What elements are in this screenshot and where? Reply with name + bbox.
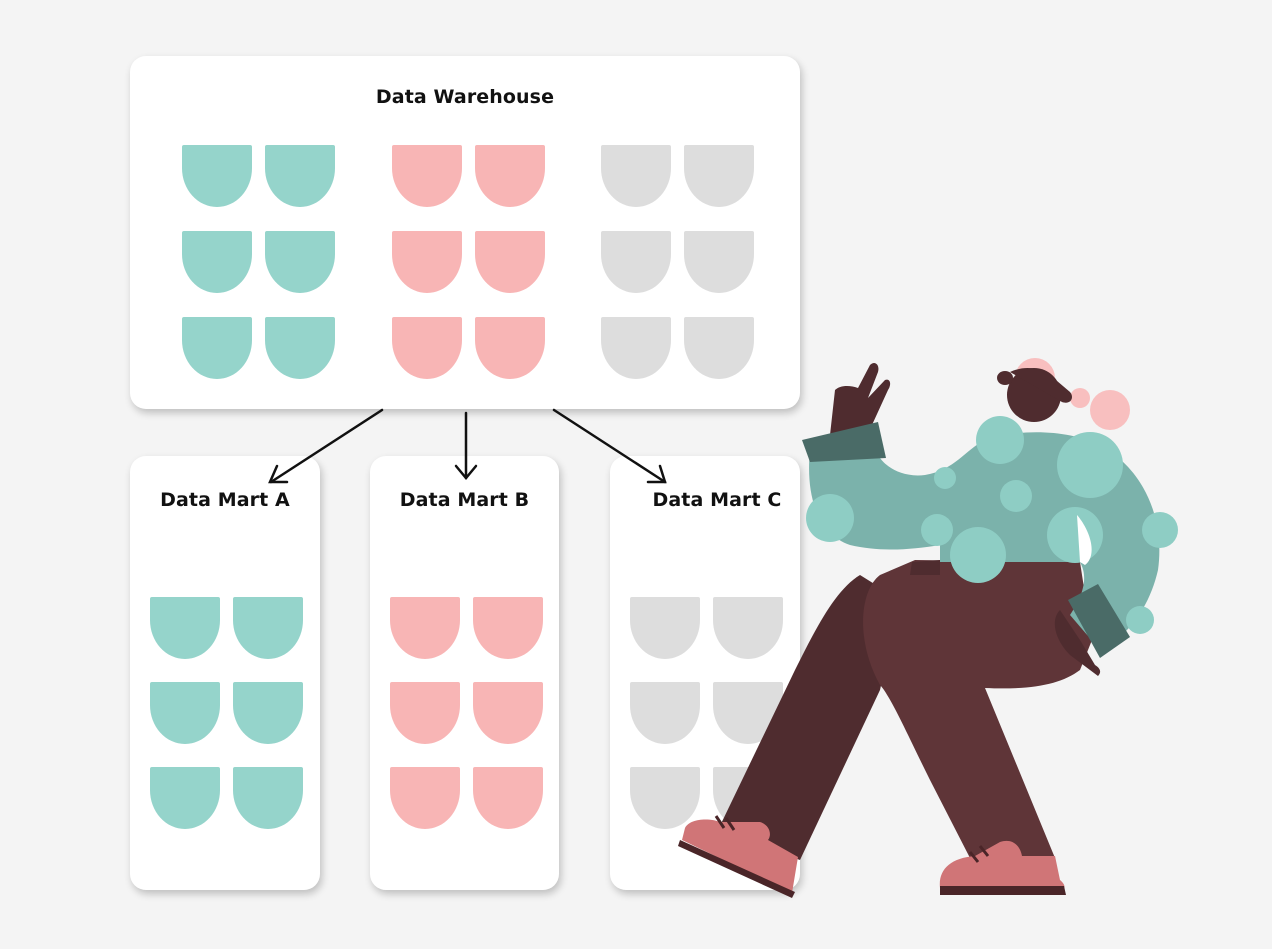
storage-unit-gray <box>630 682 700 744</box>
storage-unit-pink <box>475 231 545 293</box>
data-mart-b-card: Data Mart B <box>370 456 559 890</box>
storage-unit-gray <box>601 145 671 207</box>
data-warehouse-card: Data Warehouse <box>130 56 800 409</box>
storage-unit-teal <box>265 317 335 379</box>
storage-unit-pink <box>473 682 543 744</box>
storage-unit-pink <box>473 597 543 659</box>
storage-unit-gray <box>630 597 700 659</box>
storage-unit-gray <box>713 597 783 659</box>
storage-unit-pink <box>392 317 462 379</box>
lower-hand-icon <box>1054 584 1130 676</box>
storage-unit-gray <box>684 145 754 207</box>
storage-unit-pink <box>390 682 460 744</box>
data-mart-b-title: Data Mart B <box>399 489 530 511</box>
data-mart-c-title: Data Mart C <box>652 489 782 511</box>
storage-unit-pink <box>390 767 460 829</box>
back-leg-icon <box>678 575 900 898</box>
storage-unit-teal <box>233 767 303 829</box>
storage-unit-gray <box>630 767 700 829</box>
storage-unit-teal <box>265 145 335 207</box>
storage-unit-teal <box>182 145 252 207</box>
storage-unit-teal <box>182 317 252 379</box>
data-mart-c-card: Data Mart C <box>610 456 800 890</box>
arrow-to-mart-c-icon <box>552 408 667 484</box>
storage-unit-teal <box>150 597 220 659</box>
sweater-icon <box>806 416 1178 650</box>
arrow-to-mart-a-icon <box>268 408 384 484</box>
storage-unit-teal <box>182 231 252 293</box>
data-warehouse-title: Data Warehouse <box>375 86 555 108</box>
storage-unit-pink <box>475 145 545 207</box>
storage-unit-teal <box>233 597 303 659</box>
head-icon <box>997 358 1130 430</box>
storage-unit-pink <box>475 317 545 379</box>
data-mart-a-title: Data Mart A <box>160 489 290 511</box>
front-leg-icon <box>863 560 1092 895</box>
storage-unit-gray <box>601 231 671 293</box>
storage-unit-gray <box>684 317 754 379</box>
raised-hand-icon <box>802 362 891 462</box>
storage-unit-pink <box>390 597 460 659</box>
storage-unit-gray <box>601 317 671 379</box>
storage-unit-teal <box>265 231 335 293</box>
storage-unit-pink <box>473 767 543 829</box>
storage-unit-teal <box>150 682 220 744</box>
storage-unit-pink <box>392 145 462 207</box>
data-mart-a-card: Data Mart A <box>130 456 320 890</box>
storage-unit-teal <box>150 767 220 829</box>
storage-unit-teal <box>233 682 303 744</box>
storage-unit-pink <box>392 231 462 293</box>
arrow-to-mart-b-icon <box>454 411 478 480</box>
storage-unit-gray <box>684 231 754 293</box>
